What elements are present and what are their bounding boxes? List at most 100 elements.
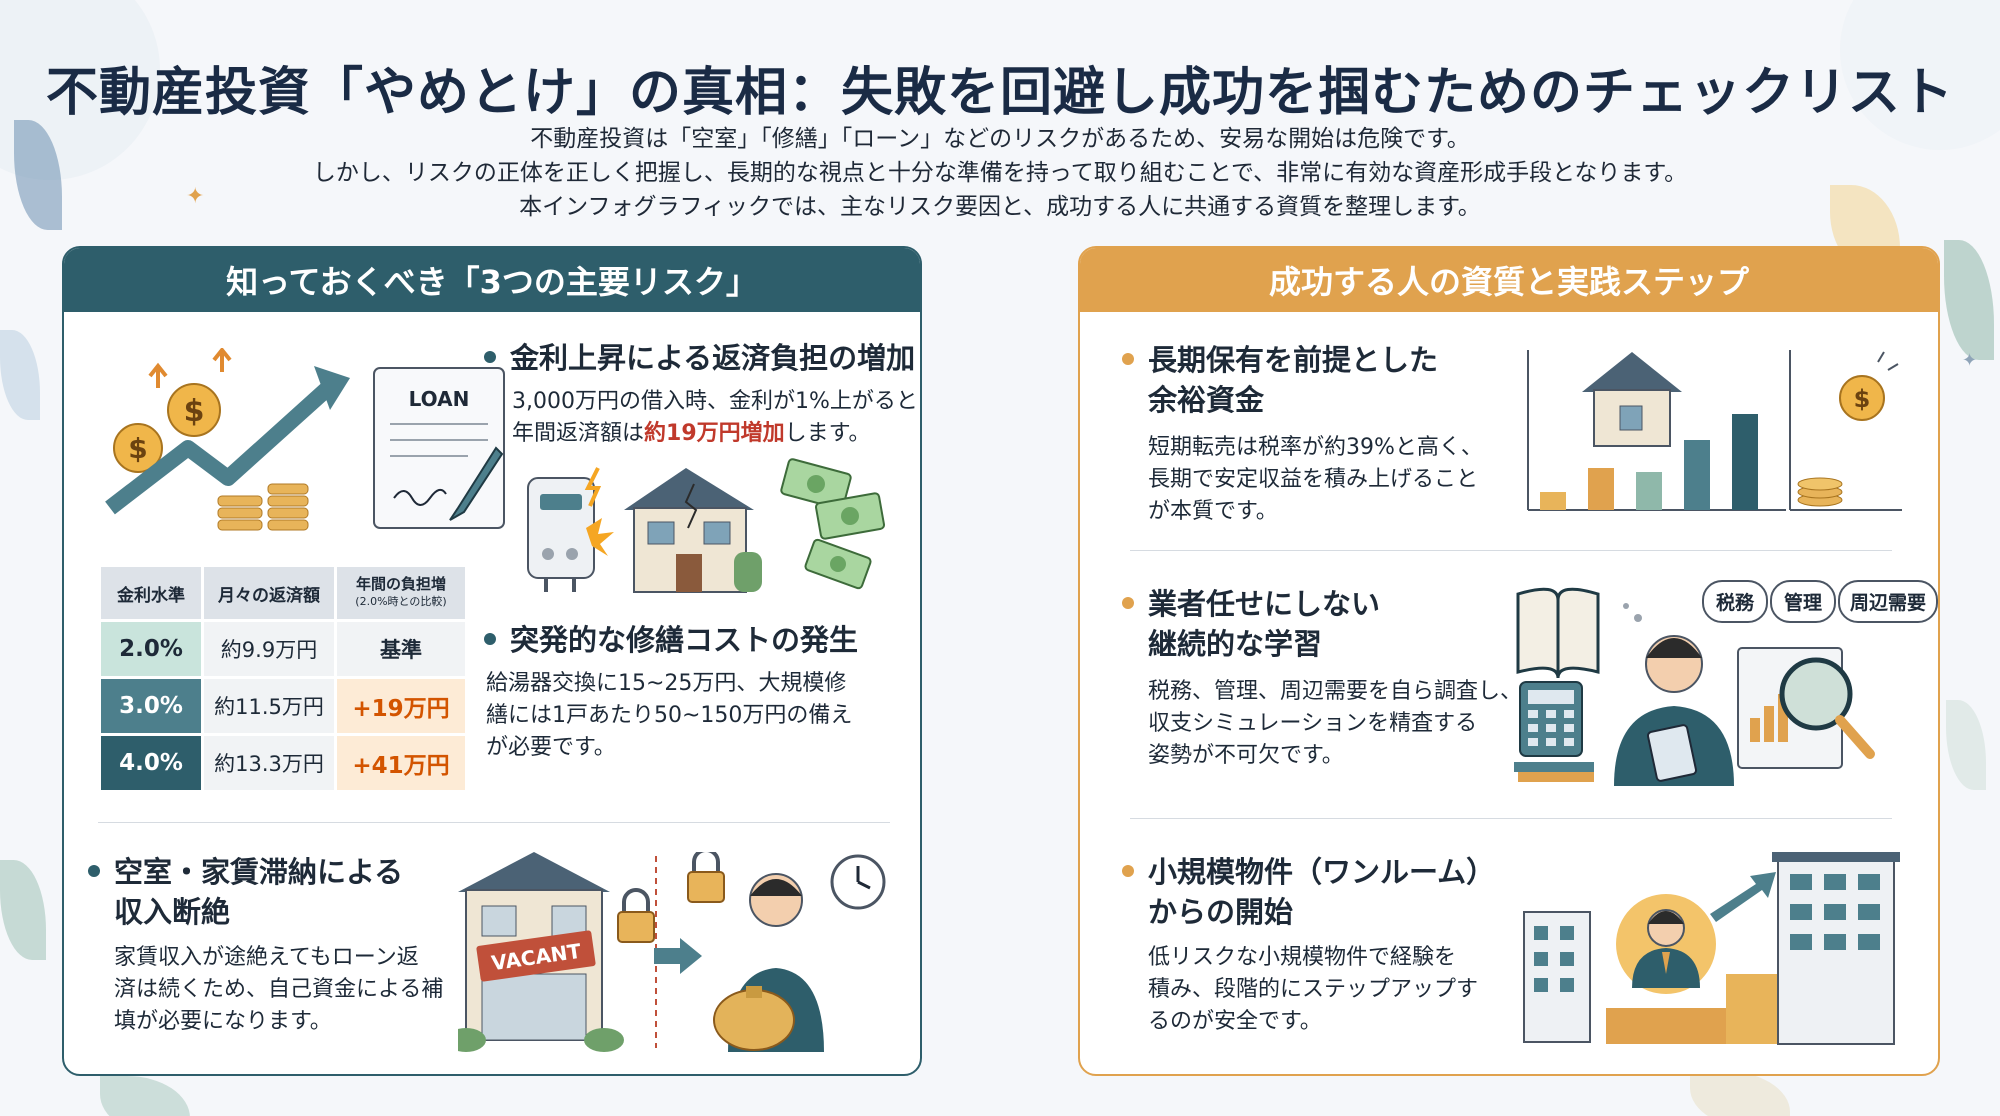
svg-text:$: $ — [1854, 385, 1871, 413]
dollar-coin-icon: $ $ — [113, 383, 221, 473]
subtitle-line: 本インフォグラフィックでは、主なリスク要因と、成功する人に共通する資質を整理しま… — [519, 194, 1481, 220]
bg-leaf-left-3 — [0, 860, 46, 960]
step-up-illustration — [1523, 852, 1900, 1045]
padlock-icon — [617, 852, 725, 943]
small-building-icon — [1523, 911, 1591, 1043]
page-subtitle: 不動産投資は「空室」「修繕」「ローン」などのリスクがあるため、安易な開始は危険で… — [0, 122, 2000, 224]
section-divider — [1130, 818, 1892, 819]
banknote-icon — [780, 458, 886, 590]
water-heater-icon — [527, 467, 614, 592]
rate-table: 金利水準 月々の返済額 年間の負担増(2.0%時との比較) 2.0% 約9.9万… — [98, 564, 468, 793]
arrow-right-icon — [654, 938, 702, 974]
vacancy-illustration: VACANT — [458, 852, 886, 1052]
clock-icon — [830, 854, 886, 910]
step2-heading-text: 業者任せにしない — [1148, 587, 1381, 621]
risk2-heading-text: 突発的な修繕コストの発生 — [510, 623, 859, 657]
table-row: 3.0% 約11.5万円 +19万円 — [101, 679, 465, 733]
vacant-house-icon: VACANT — [458, 852, 624, 1052]
thinking-person-icon — [1614, 603, 1734, 786]
step3-heading: 小規模物件（ワンルーム） からの開始 — [1122, 852, 1495, 932]
table-cell: 3.0% — [101, 679, 201, 733]
open-book-icon — [1516, 587, 1600, 679]
svg-text:$: $ — [184, 394, 205, 429]
step1-heading-text: 余裕資金 — [1148, 383, 1265, 417]
step3-text-line: るのが安全です。 — [1148, 1009, 1322, 1034]
dollar-coin-icon: $ — [1839, 351, 1899, 421]
risk2-text-line: 給湯器交換に15~25万円、大規模修 — [486, 671, 847, 696]
table-cell: 約11.5万円 — [204, 679, 334, 733]
risk2-text: 給湯器交換に15~25万円、大規模修 繕には1戸あたり50~150万円の備え が… — [486, 668, 852, 764]
bullet-dot — [1122, 597, 1134, 609]
growth-bar — [1684, 440, 1710, 510]
page-title: 不動産投資「やめとけ」の真相：失敗を回避し成功を掴むためのチェックリスト — [45, 63, 1954, 123]
speech-bubble: 周辺需要 — [1838, 580, 1938, 623]
step1-text-line: が本質です。 — [1148, 499, 1278, 524]
study-illustration — [1514, 587, 1875, 786]
tall-building-icon — [1772, 852, 1900, 1045]
risk2-heading: 突発的な修繕コストの発生 — [484, 620, 858, 660]
step3-text-line: 積み、段階的にステップアップす — [1148, 977, 1479, 1002]
table-header: 金利水準 — [101, 567, 201, 619]
report-with-magnifier-icon — [1737, 647, 1875, 769]
svg-text:$: $ — [128, 432, 147, 465]
step1-text: 短期転売は税率が約39%と高く、 長期で安定収益を積み上げること が本質です。 — [1148, 432, 1483, 528]
table-row: 4.0% 約13.3万円 +41万円 — [101, 736, 465, 790]
bullet-dot — [1122, 353, 1134, 365]
step2-text-line: 税務、管理、周辺需要を自ら調査し、 — [1148, 679, 1523, 704]
growth-bar — [1588, 468, 1614, 510]
risk-panel: 知っておくべき「3つの主要リスク」 $ $ LOAN — [62, 246, 922, 1076]
step2-heading: 業者任せにしない 継続的な学習 — [1122, 584, 1380, 664]
table-row: 2.0% 約9.9万円 基準 — [101, 622, 465, 676]
table-cell: 約13.3万円 — [204, 736, 334, 790]
house-icon — [1582, 352, 1682, 447]
repair-illustration — [527, 458, 886, 593]
step3-heading-text: からの開始 — [1148, 895, 1294, 929]
step2-text-line: 姿勢が不可欠です。 — [1148, 743, 1344, 768]
section-divider — [98, 822, 890, 823]
arrow-up-right-icon — [1710, 872, 1776, 922]
table-cell: 2.0% — [101, 622, 201, 676]
speech-bubble: 税務 — [1702, 580, 1769, 623]
coin-stack-icon — [217, 483, 309, 531]
subtitle-line: しかし、リスクの正体を正しく把握し、長期的な視点と十分な準備を持って取り組むこと… — [312, 160, 1688, 186]
table-cell: +19万円 — [337, 679, 465, 733]
risk1-heading-text: 金利上昇による返済負担の増加 — [510, 341, 916, 375]
risk3-heading-text: 空室・家賃滞納による — [114, 855, 404, 889]
table-cell: 約9.9万円 — [204, 622, 334, 676]
worried-person-icon — [713, 873, 824, 1052]
risk-panel-title: 知っておくべき「3つの主要リスク」 — [64, 248, 920, 312]
loan-document-label: LOAN — [409, 387, 470, 411]
growth-bar — [1636, 472, 1662, 510]
sparkle-icon: ✦ — [1962, 350, 1978, 371]
risk3-heading-text: 収入断絶 — [114, 895, 231, 929]
step1-text-line: 長期で安定収益を積み上げること — [1148, 467, 1479, 492]
step3-text: 低リスクな小規模物件で経験を 積み、段階的にステップアップす るのが安全です。 — [1148, 942, 1478, 1038]
bullet-dot — [1122, 865, 1134, 877]
calculator-icon — [1519, 681, 1583, 757]
risk3-text: 家賃収入が途絶えてもローン返 済は続くため、自己資金による補 填が必要になります… — [114, 942, 443, 1038]
bullet-dot — [484, 633, 496, 645]
step1-heading: 長期保有を前提とした 余裕資金 — [1122, 340, 1438, 420]
table-cell: 基準 — [337, 622, 465, 676]
table-header: 月々の返済額 — [204, 567, 334, 619]
risk2-text-line: が必要です。 — [486, 735, 616, 760]
step2-heading-text: 継続的な学習 — [1148, 627, 1323, 661]
bg-leaf-bottom-2 — [1690, 1070, 1790, 1116]
bg-leaf-bottom-1 — [100, 1076, 190, 1116]
bullet-dot — [484, 351, 496, 363]
success-panel: 成功する人の資質と実践ステップ 長期保有を前提とした 余裕資金 短期転売は税率が… — [1078, 246, 1940, 1076]
bg-leaf-right-3 — [1946, 700, 1986, 790]
success-panel-title: 成功する人の資質と実践ステップ — [1080, 248, 1938, 312]
section-divider — [1130, 550, 1892, 551]
table-cell: 4.0% — [101, 736, 201, 790]
rising-interest-illustration: $ $ LOAN — [105, 348, 505, 531]
risk3-text-line: 済は続くため、自己資金による補 — [114, 977, 444, 1002]
long-term-growth-illustration: $ — [1527, 350, 1902, 511]
risk3-heading: 空室・家賃滞納による 収入断絶 — [88, 852, 403, 932]
risk3-text-line: 填が必要になります。 — [114, 1009, 332, 1034]
step3-text-line: 低リスクな小規模物件で経験を — [1148, 945, 1457, 970]
risk2-text-line: 繕には1戸あたり50~150万円の備え — [486, 703, 853, 728]
step1-heading-text: 長期保有を前提とした — [1148, 343, 1439, 377]
damaged-house-icon — [624, 468, 762, 593]
risk1-accent: 約19万円増加 — [644, 421, 785, 446]
